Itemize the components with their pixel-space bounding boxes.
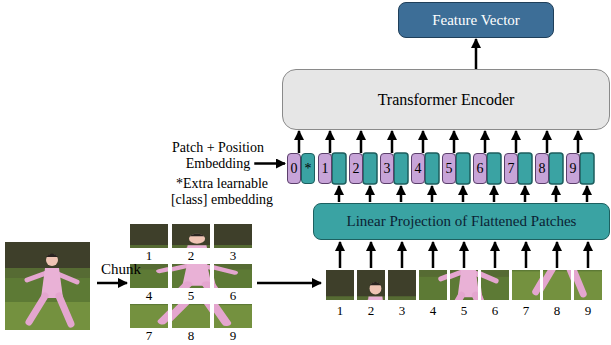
patch-number: 5 xyxy=(461,304,468,318)
patch-arrow xyxy=(587,242,590,268)
patch-arrow xyxy=(463,242,466,268)
node-text: 8 xyxy=(539,161,546,176)
projection-arrow xyxy=(586,186,589,202)
connector-arrow xyxy=(453,131,456,153)
connector-arrow xyxy=(329,131,332,153)
annotation-text: *Extra learnable [class] embedding xyxy=(162,176,282,208)
node-text: Linear Projection of Flattened Patches xyxy=(347,213,577,230)
node-text: 4 xyxy=(415,161,422,176)
connector-arrow xyxy=(484,131,487,153)
position-token-box: 6 xyxy=(473,153,487,184)
position-token-box: 2 xyxy=(349,153,363,184)
patch-number: 1 xyxy=(337,304,344,318)
node-text: * xyxy=(305,161,312,176)
patch-embedding-box xyxy=(549,153,563,184)
connector-arrow xyxy=(360,131,363,153)
position-token-box: 4 xyxy=(411,153,425,184)
grid-patch xyxy=(138,240,252,312)
patch-number: 8 xyxy=(188,329,195,343)
patch-arrow xyxy=(339,242,342,268)
patch-number: 2 xyxy=(188,249,195,263)
position-token-box: 5 xyxy=(442,153,456,184)
patch-number: 7 xyxy=(523,304,530,318)
patch-arrow xyxy=(432,242,435,268)
patch-arrow xyxy=(494,242,497,268)
class-token-box: * xyxy=(301,153,315,184)
patch-embedding-box xyxy=(425,153,439,184)
patch-arrow xyxy=(401,242,404,268)
patch-number: 3 xyxy=(230,249,237,263)
projection-arrow xyxy=(462,186,465,202)
node-text: 9 xyxy=(570,161,577,176)
annotation-text: Patch + Position Embedding xyxy=(166,140,270,172)
patch-number: 3 xyxy=(399,304,406,318)
encoder-box: Transformer Encoder xyxy=(282,69,610,130)
patch-embedding-box xyxy=(394,153,408,184)
annotation-arrow xyxy=(254,162,285,165)
patch-number: 8 xyxy=(554,304,561,318)
output-box: Feature Vector xyxy=(398,2,554,38)
node-text: 0 xyxy=(291,161,298,176)
node-text: 1 xyxy=(322,161,329,176)
patch-number: 4 xyxy=(430,304,437,318)
sequence-patch xyxy=(425,240,509,330)
node-text: 6 xyxy=(477,161,484,176)
patch-number: 1 xyxy=(146,249,153,263)
patch-embedding-box xyxy=(487,153,501,184)
grid-patch xyxy=(138,256,252,328)
chunk-arrow xyxy=(97,282,127,285)
position-token-box: 3 xyxy=(380,153,394,184)
patch-embedding-box xyxy=(363,153,377,184)
node-text: Transformer Encoder xyxy=(378,91,515,109)
node-text: 7 xyxy=(508,161,515,176)
projection-arrow xyxy=(400,186,403,202)
patch-number: 5 xyxy=(188,289,195,303)
sequence-patch xyxy=(332,270,416,345)
projection-arrow xyxy=(524,186,527,202)
node-text: Feature Vector xyxy=(432,12,520,29)
node-text: 2 xyxy=(353,161,360,176)
class-position-box: 0 xyxy=(287,153,301,184)
projection-arrow xyxy=(369,186,372,202)
flatten-arrow xyxy=(257,282,321,285)
node-text: 3 xyxy=(384,161,391,176)
node-text: 5 xyxy=(446,161,453,176)
position-token-box: 1 xyxy=(318,153,332,184)
connector-arrow xyxy=(391,131,394,153)
patch-embedding-box xyxy=(518,153,532,184)
patch-embedding-box xyxy=(456,153,470,184)
projection-arrow xyxy=(493,186,496,202)
patch-arrow xyxy=(370,242,373,268)
patch-number: 2 xyxy=(368,304,375,318)
projection-arrow xyxy=(338,186,341,202)
patch-number: 6 xyxy=(492,304,499,318)
step-label: Chunk xyxy=(101,261,141,277)
position-token-box: 8 xyxy=(535,153,549,184)
position-token-box: 9 xyxy=(566,153,580,184)
connector-arrow xyxy=(475,39,478,69)
patch-number: 4 xyxy=(146,289,153,303)
projection-arrow xyxy=(555,186,558,202)
patch-arrow xyxy=(525,242,528,268)
photo-illustration xyxy=(5,242,90,330)
connector-arrow xyxy=(546,131,549,153)
patch-number: 6 xyxy=(230,289,237,303)
patch-number: 9 xyxy=(585,304,592,318)
projection-arrow xyxy=(431,186,434,202)
connector-arrow xyxy=(422,131,425,153)
patch-number: 7 xyxy=(146,329,153,343)
projection-box: Linear Projection of Flattened Patches xyxy=(313,203,610,240)
patch-number: 9 xyxy=(230,329,237,343)
patch-embedding-box xyxy=(580,153,594,184)
connector-arrow xyxy=(515,131,518,153)
connector-arrow xyxy=(577,131,580,153)
connector-arrow xyxy=(298,131,301,153)
patch-embedding-box xyxy=(332,153,346,184)
position-token-box: 7 xyxy=(504,153,518,184)
patch-arrow xyxy=(556,242,559,268)
